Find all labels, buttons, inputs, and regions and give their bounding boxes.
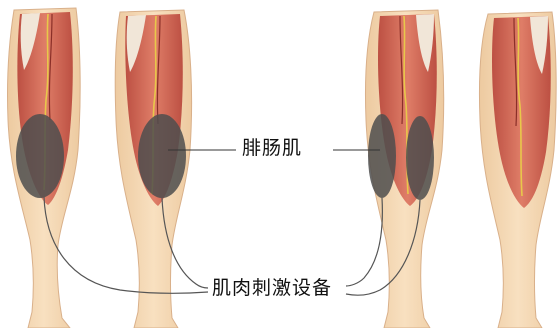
- device-label: 肌肉刺激设备: [212, 279, 332, 298]
- leg-3-electrode-left: [368, 114, 396, 198]
- leg-2-electrode: [138, 114, 186, 198]
- leg-3-electrode-right: [406, 116, 434, 200]
- leg-4: [479, 12, 556, 328]
- wire-leg-3-left: [346, 198, 382, 286]
- leg-2: [115, 10, 191, 328]
- leg-1: [7, 8, 80, 328]
- muscle-label: 腓肠肌: [242, 139, 302, 158]
- leg-3: [365, 10, 443, 328]
- leg-1-electrode: [16, 114, 64, 198]
- wire-leg-1: [44, 197, 208, 293]
